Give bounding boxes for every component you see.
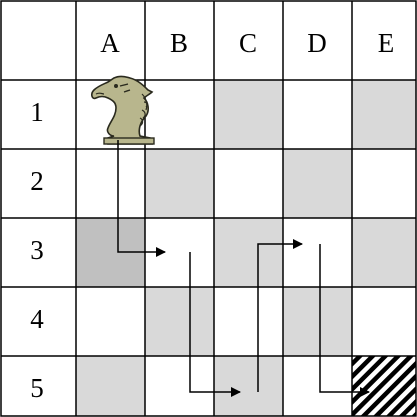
row-header-2: 2: [30, 166, 44, 196]
cell-e3: [352, 218, 416, 287]
cell-a5: [76, 356, 145, 416]
cell-d3: [283, 218, 352, 287]
cell-a4: [76, 287, 145, 356]
column-header-a: A: [100, 28, 120, 58]
cell-d5: [283, 356, 352, 416]
cell-c4: [214, 287, 283, 356]
column-header-d: D: [307, 28, 327, 58]
column-header-b: B: [170, 28, 188, 58]
cell-d4: [283, 287, 352, 356]
cell-c2: [214, 149, 283, 218]
cell-b5: [145, 356, 214, 416]
row-header-1: 1: [30, 97, 44, 127]
cell-c3: [214, 218, 283, 287]
row-header-4: 4: [30, 304, 44, 334]
cell-a2: [76, 149, 145, 218]
row-header-3: 3: [30, 235, 44, 265]
cell-d1: [283, 80, 352, 149]
cell-c1: [214, 80, 283, 149]
cell-c5: [214, 356, 283, 416]
cell-b4: [145, 287, 214, 356]
column-header-e: E: [378, 28, 395, 58]
cell-e5: [352, 356, 416, 416]
cell-b2: [145, 149, 214, 218]
cell-e4: [352, 287, 416, 356]
row-header-5: 5: [30, 373, 44, 403]
cell-b1: [145, 80, 214, 149]
cell-e1: [352, 80, 416, 149]
column-header-c: C: [239, 28, 257, 58]
cell-e2: [352, 149, 416, 218]
cell-d2: [283, 149, 352, 218]
